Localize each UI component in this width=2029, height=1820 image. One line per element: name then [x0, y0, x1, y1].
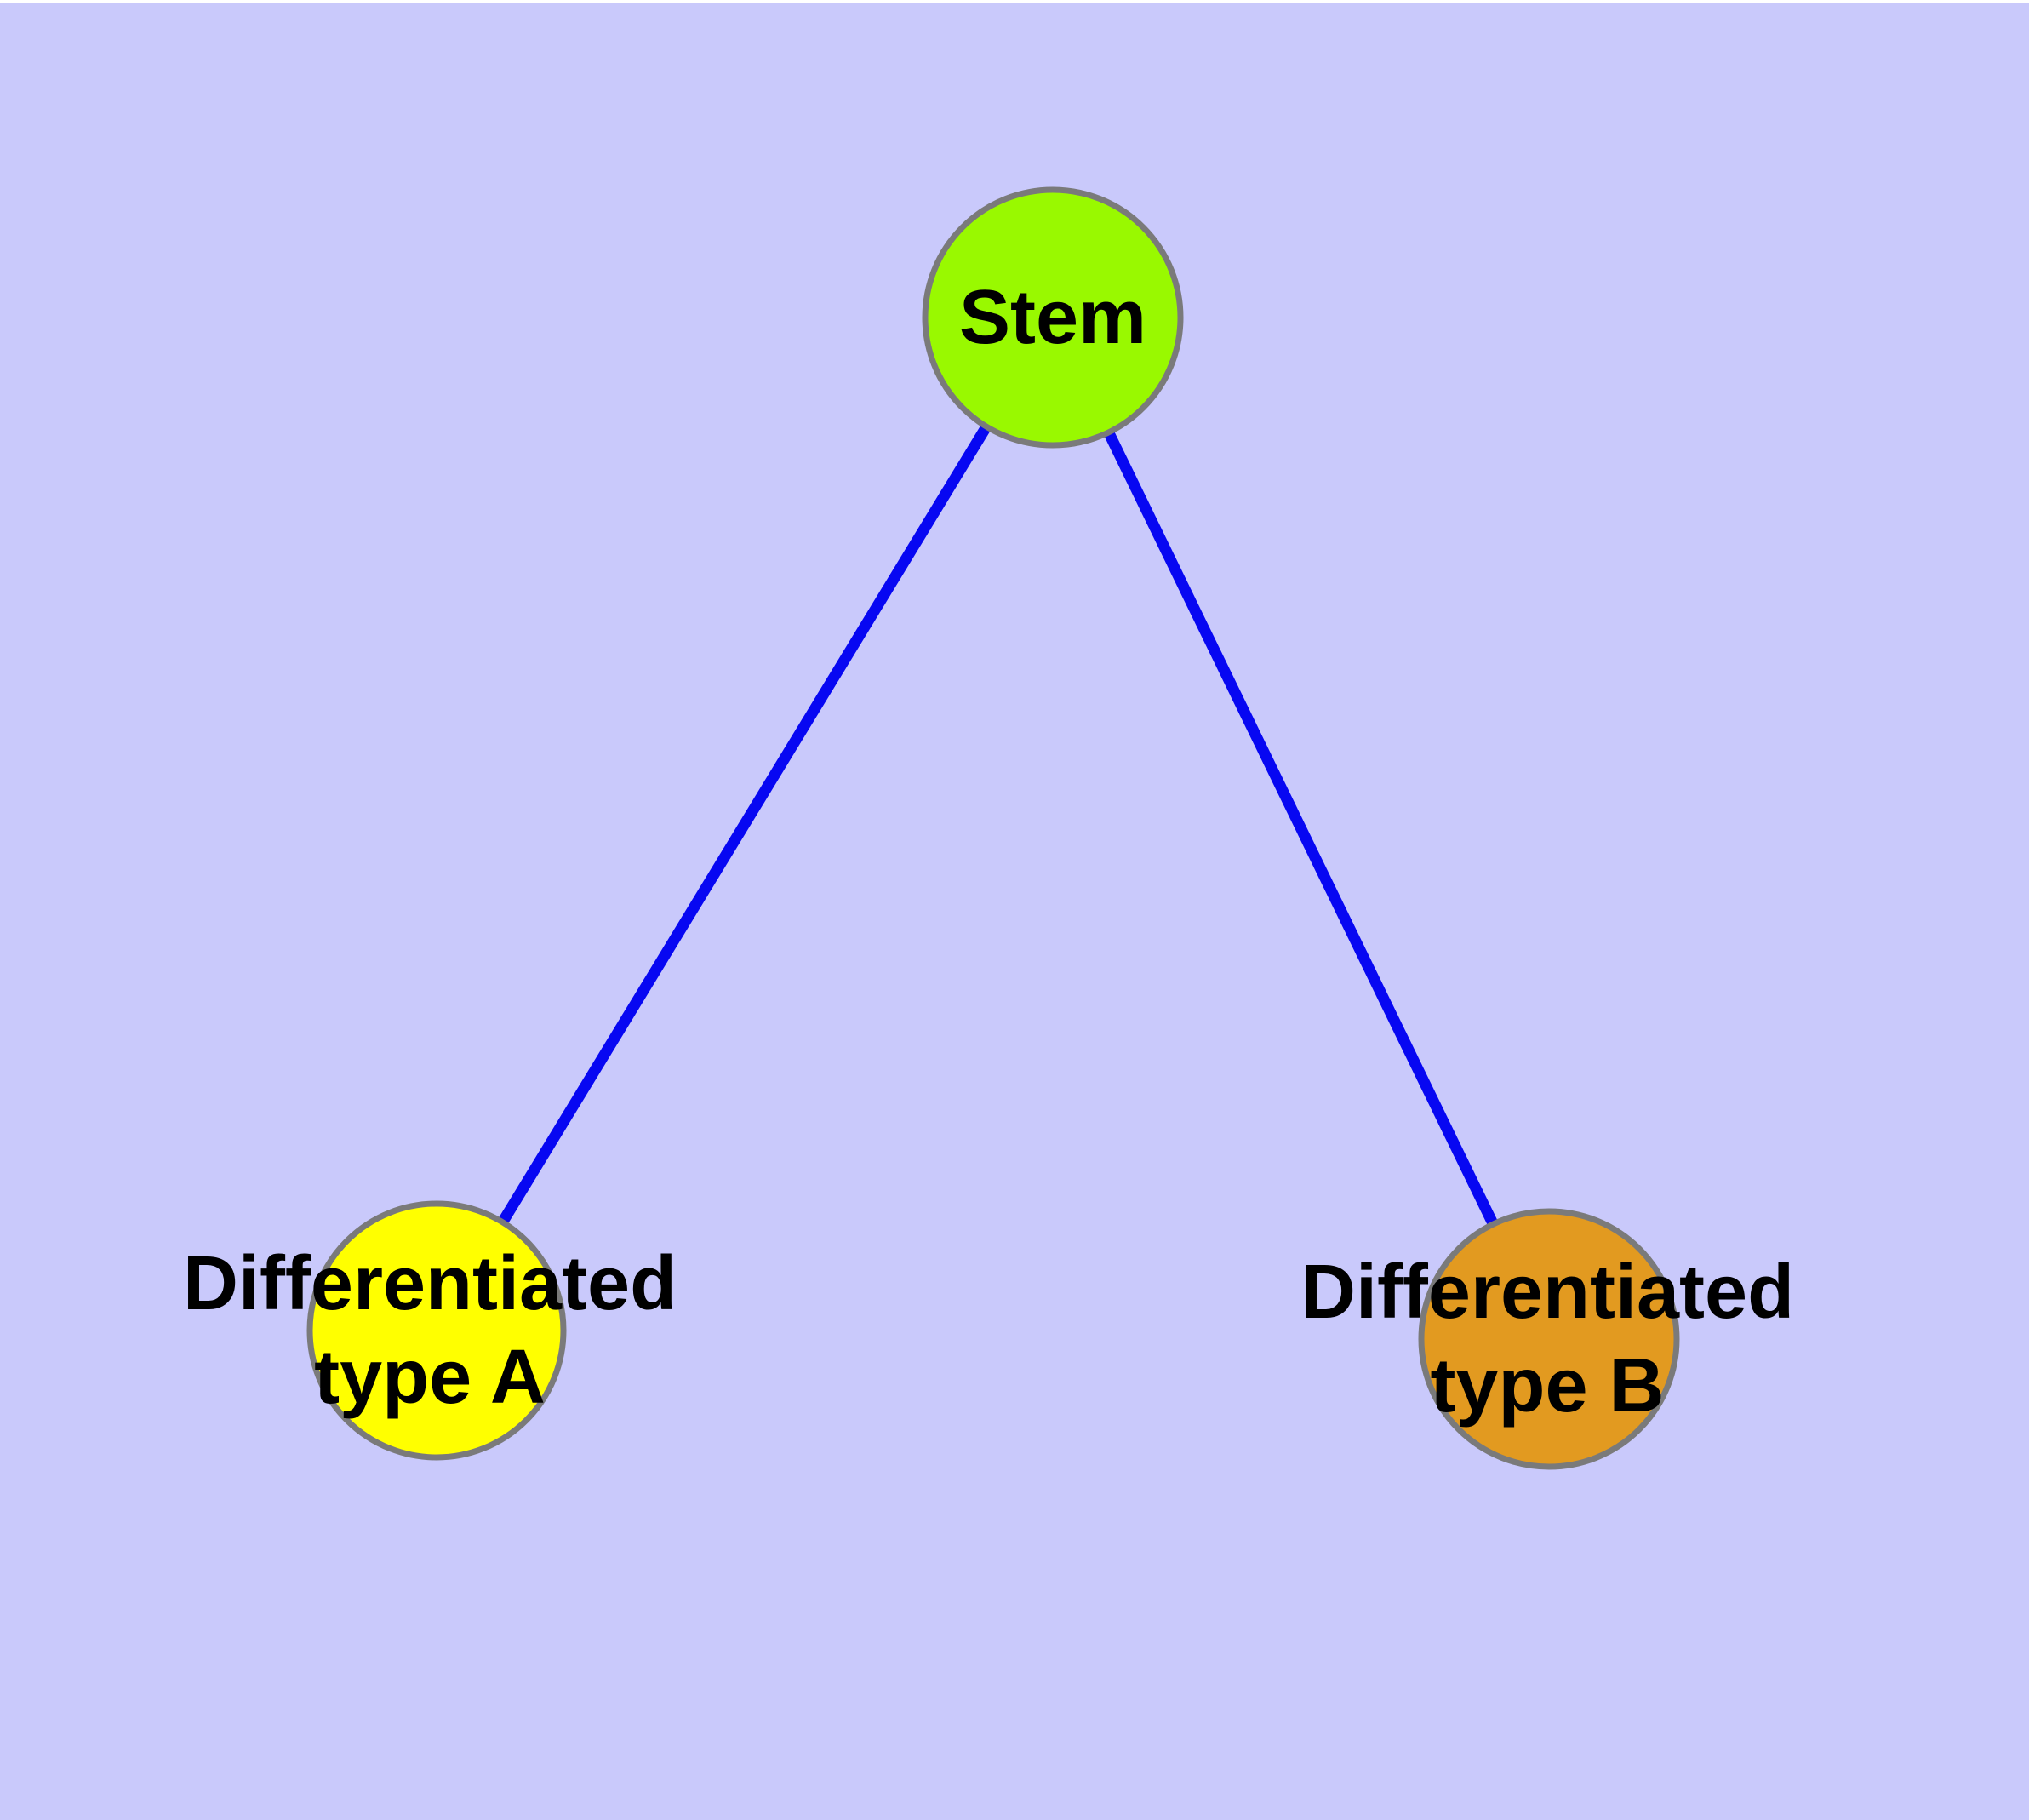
edge-stem-to-type-a	[432, 314, 1058, 1334]
node-label-type-a-line1: Differentiated	[182, 1241, 677, 1326]
node-label-type-b-line2: type B	[1430, 1343, 1665, 1428]
node-label-type-b: Differentiated type B	[1300, 1245, 1794, 1433]
node-label-stem: Stem	[959, 271, 1146, 364]
node-type-b-circle	[1418, 1208, 1680, 1470]
node-label-type-a: Differentiated type A	[183, 1237, 677, 1424]
top-margin-strip	[0, 0, 2029, 3]
node-type-a-circle	[306, 1200, 567, 1461]
node-label-type-b-line1: Differentiated	[1300, 1250, 1795, 1335]
node-label-type-a-line2: type A	[314, 1335, 546, 1420]
node-label-stem-text: Stem	[958, 275, 1147, 360]
edge-stem-to-type-b	[1048, 315, 1554, 1342]
node-stem-circle	[922, 186, 1184, 449]
